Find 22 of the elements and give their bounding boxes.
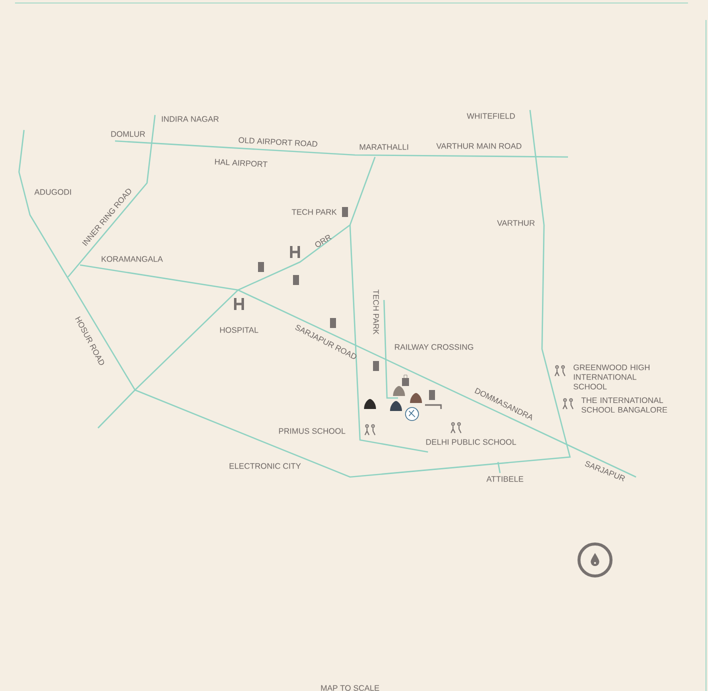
place-label: MARATHALLI (360, 144, 408, 150)
place-label: DOMLUR (111, 131, 145, 137)
place-label: ELECTRONIC CITY (230, 463, 301, 469)
place-label: MAP TO SCALE (321, 685, 380, 691)
place-label: HOSPITAL (220, 327, 258, 333)
place-label: PRIMUS SCHOOL (279, 428, 346, 434)
place-label: OLD AIRPORT ROAD (238, 137, 318, 147)
place-label: VARTHUR (497, 220, 535, 226)
place-label: ORR (315, 234, 332, 247)
place-label: WHITEFIELD (466, 113, 515, 119)
place-label: INDIRA NAGAR (162, 116, 219, 122)
place-label: ATTIBELE (486, 476, 524, 482)
place-label: ADUGODI (34, 189, 71, 195)
place-label: KORAMANGALA (102, 256, 163, 262)
place-label: GREENWOOD HIGH INTERNATIONAL SCHOOL (574, 364, 650, 390)
place-label: THE INTERNATIONAL SCHOOL BANGALORE (581, 397, 668, 413)
place-label: TECH PARK (292, 209, 337, 215)
place-label: DELHI PUBLIC SCHOOL (426, 439, 516, 445)
place-label: HAL AIRPORT (214, 158, 268, 168)
place-label: RAILWAY CROSSING (394, 344, 474, 350)
place-label: TECH PARK (373, 290, 379, 334)
place-label: VARTHUR MAIN ROAD (436, 143, 522, 149)
